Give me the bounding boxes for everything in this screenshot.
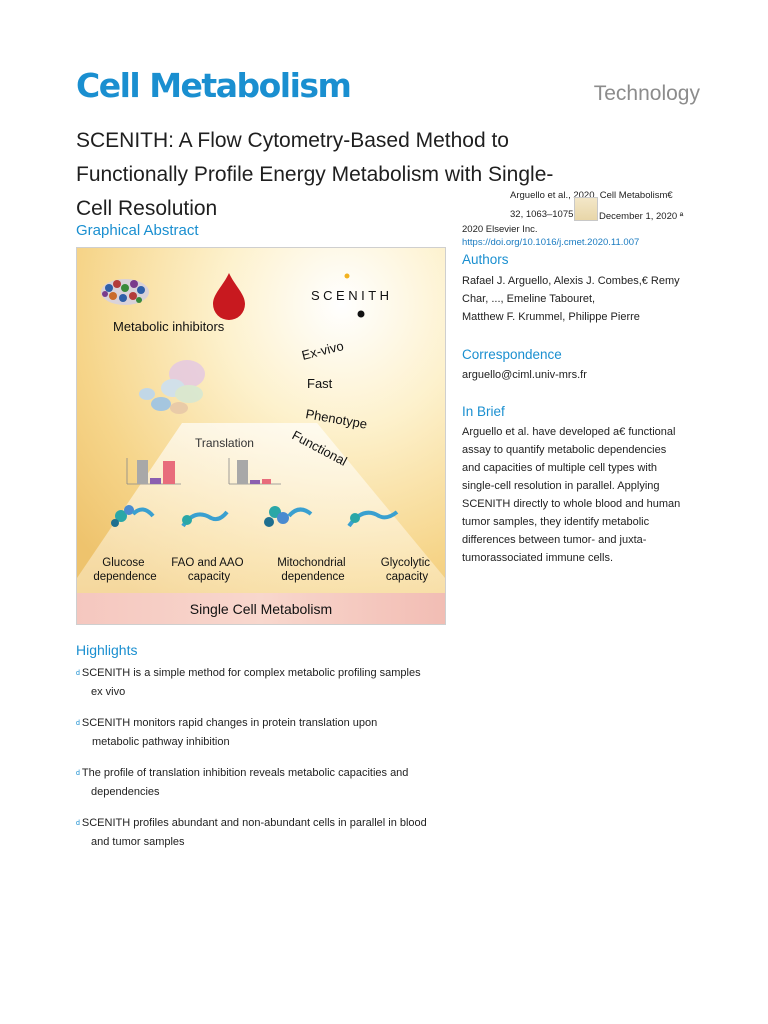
highlight-text-cont: ex vivo (91, 686, 126, 698)
in-brief-line: tumor samples, they identify metabolic (462, 516, 650, 528)
dot-icon (357, 310, 365, 318)
highlight-text: SCENITH profiles abundant and non-abunda… (81, 817, 427, 829)
authors-list: Rafael J. Arguello, Alexis J. Combes,€ R… (462, 272, 712, 326)
measure-label: capacity (188, 571, 230, 583)
molecule-icon (181, 510, 229, 528)
citation-line: Arguello et al., 2020, Cell Metabolism€ (510, 190, 673, 201)
in-brief-heading: In Brief (462, 404, 505, 419)
dot-icon (344, 273, 350, 279)
in-brief-line: and capacities of multiple cell types wi… (462, 462, 658, 474)
graphical-abstract: SCENITH Metabolic inhibitors Ex-vivo Fas… (76, 247, 446, 625)
correspondence-heading: Correspondence (462, 347, 562, 362)
svg-text:Glucose dependence: Glucose dependence (93, 557, 156, 583)
blood-drop-icon (213, 273, 245, 320)
measure-label: dependence (93, 571, 156, 583)
measure-label: Mitochondrial (277, 557, 345, 569)
ribosome-icon (139, 360, 205, 414)
highlight-text: SCENITH is a simple method for complex m… (81, 667, 421, 679)
journal-logo: Cell Metabolism (76, 66, 352, 105)
citation-volume: 32, 1063–1075 (510, 209, 574, 220)
measure-label: dependence (281, 571, 344, 583)
molecule-icon (264, 506, 313, 527)
abstract-footer: Single Cell Metabolism (190, 601, 332, 617)
authors-heading: Authors (462, 252, 509, 267)
highlight-text: The profile of translation inhibition re… (81, 767, 409, 779)
correspondence-email[interactable]: arguello@ciml.univ-mrs.fr (462, 369, 587, 381)
elsevier-logo-icon (574, 197, 598, 221)
translation-label: Translation (195, 436, 254, 450)
highlight-text-cont: metabolic pathway inhibition (92, 736, 230, 748)
in-brief-text: Arguello et al. have developed a€ functi… (462, 423, 722, 567)
metabolic-inhibitors-label: Metabolic inhibitors (113, 319, 225, 334)
molecule-icon (111, 505, 155, 527)
measure-label: Glucose (102, 557, 144, 569)
in-brief-line: single-cell resolution in parallel. Appl… (462, 480, 660, 492)
tissue-icon (101, 279, 149, 305)
title-line: SCENITH: A Flow Cytometry-Based Method t… (76, 129, 509, 152)
in-brief-line: tumorassociated immune cells. (462, 552, 614, 564)
author-line: Rafael J. Arguello, Alexis J. Combes,€ R… (462, 275, 680, 287)
title-line: Cell Resolution (76, 197, 218, 220)
translation-chart-icon (228, 458, 281, 485)
highlight-text-cont: dependencies (91, 786, 160, 798)
graphical-abstract-heading: Graphical Abstract (76, 222, 199, 239)
in-brief-line: assay to quantify metabolic dependencies (462, 444, 667, 456)
scenith-label: SCENITH (311, 288, 393, 303)
in-brief-line: SCENITH directly to whole blood and huma… (462, 498, 681, 510)
bullet-icon: d (76, 770, 80, 777)
highlight-text: SCENITH monitors rapid changes in protei… (81, 717, 378, 729)
molecule-icon (347, 510, 399, 528)
svg-text:Glycolytic capacity: Glycolytic capacity (381, 557, 433, 583)
article-type: Technology (593, 82, 700, 105)
highlight-text-cont: and tumor samples (91, 836, 185, 848)
svg-text:Mitochondrial dependence: Mitochondrial dependence (277, 557, 349, 583)
measure-label: capacity (386, 571, 428, 583)
doi-link[interactable]: https://doi.org/10.1016/j.cmet.2020.11.0… (462, 237, 640, 248)
title-line: Functionally Profile Energy Metabolism w… (76, 163, 554, 186)
measure-label: Glycolytic (381, 557, 430, 569)
bullet-icon: d (76, 820, 80, 827)
author-line: Matthew F. Krummel, Philippe Pierre (462, 311, 640, 323)
publisher-line: 2020 Elsevier Inc. (462, 224, 538, 235)
citation-date: December 1, 2020 ª (599, 211, 684, 222)
highlights-heading: Highlights (76, 642, 138, 658)
article-title: SCENITH: A Flow Cytometry-Based Method t… (76, 124, 596, 226)
translation-chart-icon (126, 458, 181, 485)
in-brief-line: differences between tumor- and juxta- (462, 534, 647, 546)
author-line: Char, ..., Emeline Tabouret, (462, 293, 596, 305)
bullet-icon: d (76, 670, 80, 677)
feature-label: Fast (307, 376, 333, 391)
in-brief-line: Arguello et al. have developed a€ functi… (462, 426, 676, 438)
svg-text:FAO and AAO capacity: FAO and AAO capacity (171, 557, 246, 583)
bullet-icon: d (76, 720, 80, 727)
measure-label: FAO and AAO (171, 557, 243, 569)
